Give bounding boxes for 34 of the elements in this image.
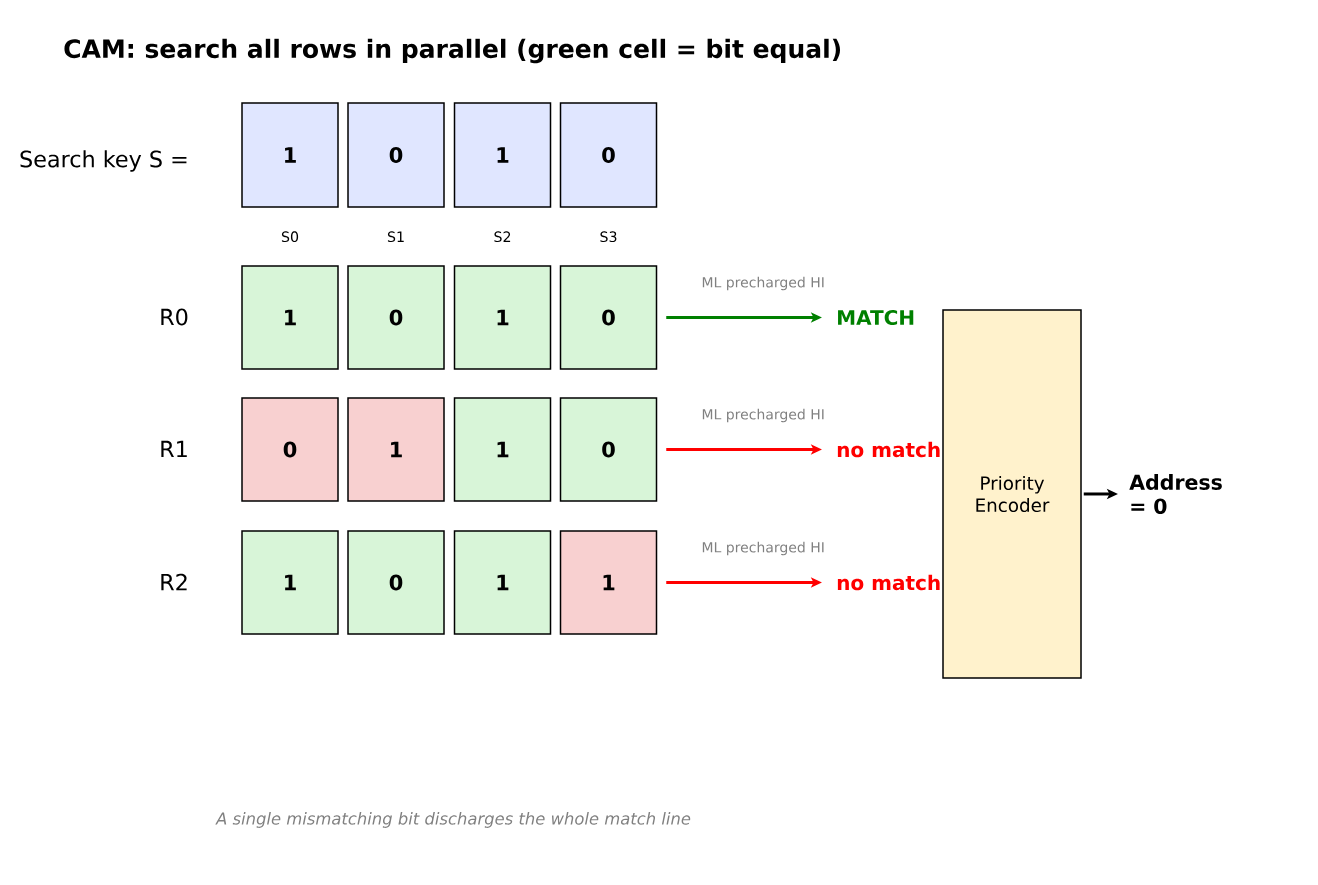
bit-cell: 1 (559, 530, 658, 635)
bit-cell: 0 (347, 530, 445, 635)
bit-cell: 0 (241, 397, 339, 502)
output-label: Address = 0 (1129, 474, 1222, 514)
title: CAM: search all rows in parallel (green cell = bit equal) (64, 38, 840, 64)
result-label: no match (837, 441, 940, 458)
bit-cell: 0 (559, 397, 658, 502)
bit-cell: 0 (347, 102, 445, 208)
bit-cell: 0 (559, 265, 658, 370)
encoder-box: Priority Encoder (942, 309, 1082, 679)
bit-cell: 1 (241, 530, 339, 635)
bit-cell: 0 (347, 265, 445, 370)
caption: A single mismatching bit discharges the whole match line (215, 812, 691, 828)
bit-cell: 1 (453, 265, 552, 370)
bit-cell: 1 (453, 397, 552, 502)
row-label: R0 (161, 308, 188, 326)
edge-label: ML precharged HI (700, 540, 826, 557)
bit-cell: 1 (453, 102, 552, 208)
edge-label: ML precharged HI (700, 275, 826, 292)
row-label: R1 (161, 440, 187, 458)
bit-label: S1 (387, 231, 404, 243)
result-label: MATCH (838, 309, 914, 326)
bit-cell: 1 (347, 397, 445, 502)
edge-label: ML precharged HI (700, 407, 826, 424)
bit-cell: 1 (453, 530, 552, 635)
key-label: Search key S = (20, 150, 187, 172)
bit-label: S0 (281, 231, 299, 243)
bit-label: S2 (494, 231, 511, 243)
bit-cell: 1 (241, 265, 339, 370)
result-label: no match (837, 574, 940, 591)
bit-cell: 1 (241, 102, 339, 208)
bit-label: S3 (600, 231, 617, 243)
bit-cell: 0 (559, 102, 658, 208)
row-label: R2 (161, 573, 187, 591)
